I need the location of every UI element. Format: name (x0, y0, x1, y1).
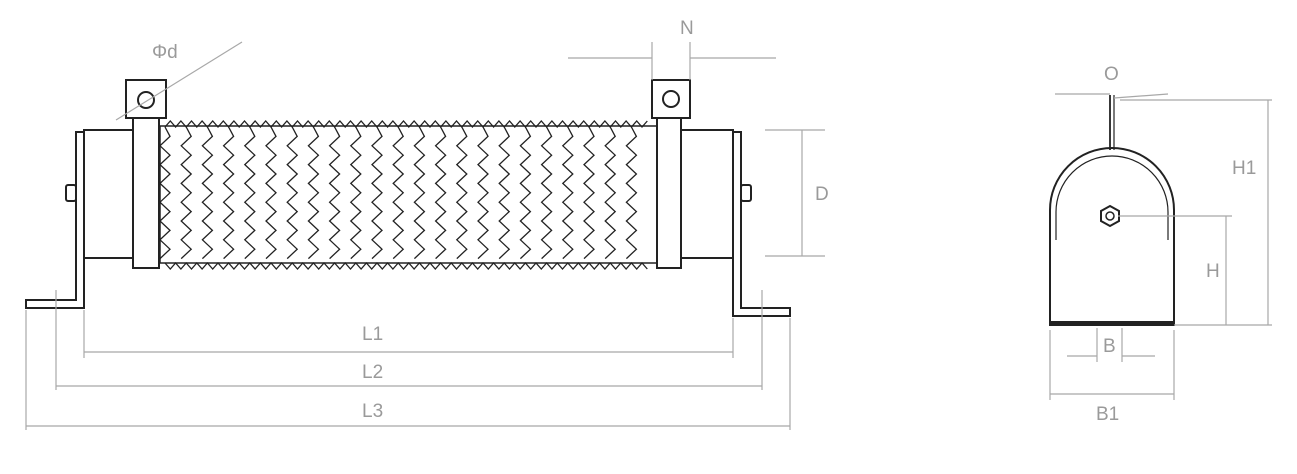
winding-turn (540, 126, 553, 260)
b1-label: B1 (1096, 404, 1119, 425)
winding-turn (498, 126, 511, 260)
winding-turn (180, 126, 193, 260)
winding-turn (583, 126, 595, 260)
winding-turn (413, 126, 426, 260)
side-housing (1049, 147, 1175, 326)
winding-edge (164, 120, 648, 128)
winding-turn (477, 126, 489, 260)
winding-turn (434, 126, 447, 260)
resistance-wire-winding (159, 120, 648, 270)
left-terminal-strap (132, 117, 160, 269)
hex-nut-hole (1105, 211, 1115, 221)
h1-label: H1 (1232, 158, 1256, 179)
winding-turn (349, 126, 362, 260)
right-end-cap (679, 129, 734, 259)
winding-turn (455, 126, 468, 260)
b-label: B (1103, 336, 1116, 357)
right-mounting-bracket (732, 131, 791, 317)
side-view: O H1 H B B1 (1049, 64, 1272, 425)
right-nut (740, 184, 752, 202)
winding-turn (222, 126, 235, 260)
winding-turn (561, 126, 574, 260)
winding-edge (164, 262, 648, 270)
left-mounting-bracket (25, 131, 85, 309)
phi-d-leader (115, 41, 243, 121)
phi-d-label: Φd (152, 42, 178, 63)
left-end-cap (83, 129, 137, 259)
h-label: H (1206, 261, 1220, 282)
front-view: Φd N D L1 L2 L3 (25, 18, 829, 430)
n-label: N (680, 18, 694, 39)
right-terminal-hole (662, 90, 680, 108)
resistor-tube (159, 125, 658, 264)
winding-turn (243, 126, 256, 260)
winding-turn (625, 126, 638, 260)
winding-turn (604, 126, 617, 260)
winding-turn (159, 126, 171, 260)
winding-turn (307, 126, 320, 260)
winding-turn (286, 126, 299, 260)
d-label: D (815, 184, 829, 205)
right-terminal-strap (656, 117, 682, 269)
winding-turn (265, 126, 277, 260)
winding-turn (201, 126, 214, 260)
winding-turn (392, 126, 405, 260)
l1-label: L1 (362, 324, 383, 345)
left-nut (65, 184, 77, 202)
winding-turn (371, 126, 383, 260)
side-inner-arc (1055, 155, 1169, 240)
o-ext-right (1113, 93, 1169, 99)
l2-label: L2 (362, 362, 383, 383)
winding-turn (328, 126, 341, 260)
l3-label: L3 (362, 401, 383, 422)
side-base-plate (1050, 321, 1174, 326)
o-label: O (1104, 64, 1119, 85)
winding-turn (519, 126, 532, 260)
